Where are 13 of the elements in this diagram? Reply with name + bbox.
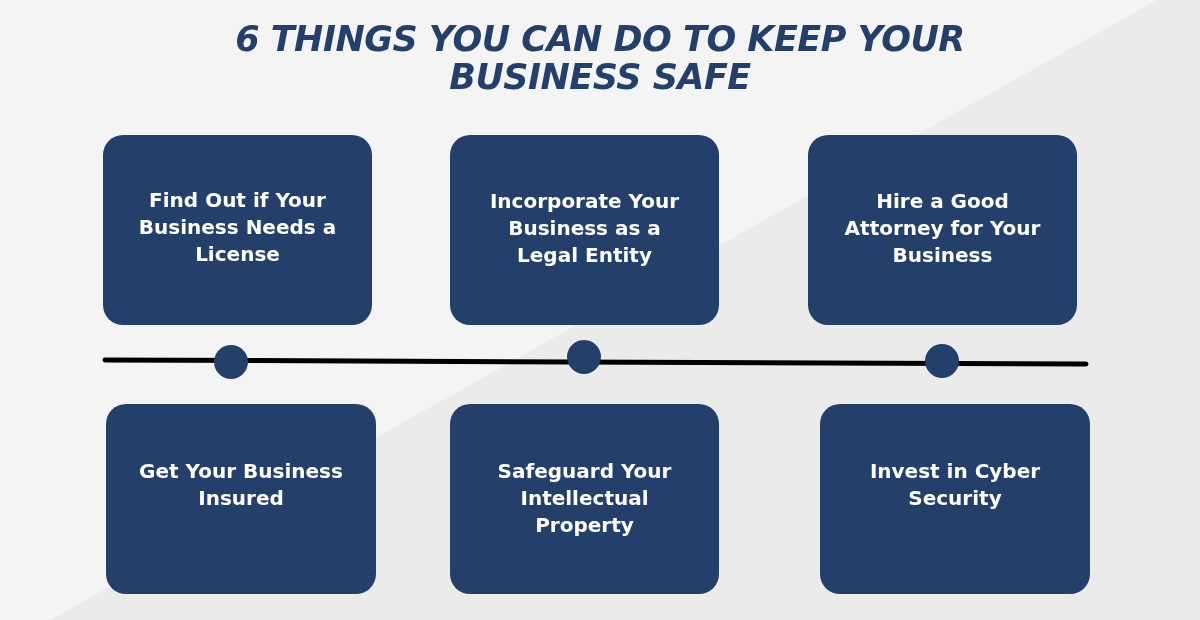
step-title: Find Out if Your Business Needs a License [137,187,338,268]
step-title: Incorporate Your Business as a Legal Entity [488,188,681,269]
step-card [450,135,719,325]
step-card [103,135,372,325]
title: 6 THINGS YOU CAN DO TO KEEP YOUR BUSINESS SAFE [234,20,966,96]
step-title: Invest in Cyber Security [868,458,1042,512]
step-card [820,404,1090,594]
step-title: Hire a Good Attorney for Your Business [843,188,1042,269]
step-card [808,135,1077,325]
step-card [106,404,376,594]
step-title: Safeguard Your Intellectual Property [496,458,673,539]
step-card [450,404,719,594]
step-title: Get Your Business Insured [138,458,344,512]
